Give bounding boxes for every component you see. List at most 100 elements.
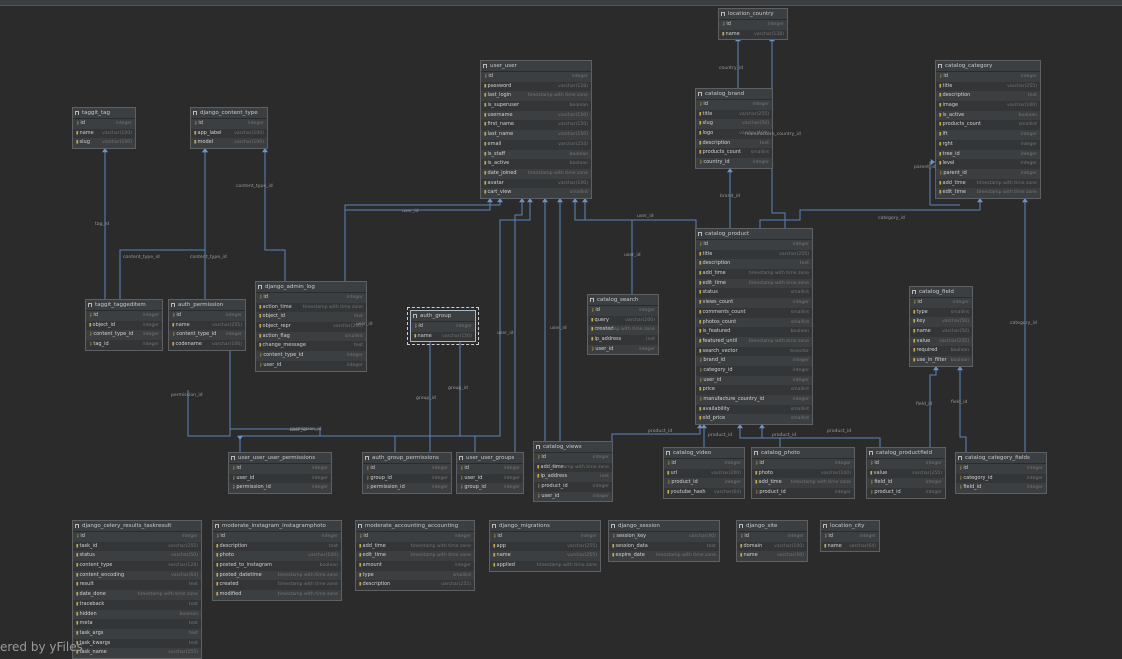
table-row[interactable]: ▮pricesmallint [696,385,812,395]
table-row[interactable]: ▮content_typevarchar(128) [73,561,201,571]
table-moderate-instagram-instagramphoto[interactable]: moderate_instagram_instagramphoto⚷idinte… [212,520,342,601]
table-row[interactable]: ▮descriptiontext [936,91,1040,101]
table-row[interactable]: ▮resulttext [73,580,201,591]
table-row[interactable]: ⚷idinteger [73,532,201,542]
table-row[interactable]: ▮change_messagetext [256,341,366,352]
table-row[interactable]: ▮use_in_filterboolean [910,356,972,366]
table-row[interactable]: ▮content_encodingvarchar(64) [73,571,201,581]
table-moderate-accounting-accounting[interactable]: moderate_accounting_accounting⚷idinteger… [355,520,475,592]
table-row[interactable]: ⚷idinteger [936,72,1040,82]
table-user-user-user-permissions[interactable]: user_user_user_permissions⚷idinteger⚷use… [228,452,332,495]
table-auth-group-permissions[interactable]: auth_group_permissions⚷idinteger⚷group_i… [362,452,452,495]
table-row[interactable]: ⚷product_idinteger [752,488,854,498]
table-row[interactable]: ▮products_countsmallint [936,120,1040,131]
table-row[interactable]: ⚷idinteger [696,240,812,250]
table-row[interactable]: ▮descriptiontext [213,541,341,552]
table-taggit-tag[interactable]: taggit_tag⚷idinteger▮namevarchar(100)▮sl… [72,107,136,150]
table-row[interactable]: ▮createdtimestamp with time zone [588,325,658,335]
table-row[interactable]: ▮namevarchar(100) [73,128,135,139]
table-user-user[interactable]: user_user⚷idinteger▮passwordvarchar(128)… [480,60,592,199]
table-row[interactable]: ▮slugvarchar(50) [696,119,772,129]
table-row[interactable]: ⚷category_idinteger [696,365,812,376]
table-row[interactable]: ▮task_kwargstext [73,638,201,649]
table-row[interactable]: ▮namevarchar(255) [490,551,600,561]
table-row[interactable]: ▮namevarchar(255) [169,320,245,331]
table-catalog-productfield[interactable]: catalog_productfield⚷idinteger▮valuevarc… [866,447,946,499]
table-row[interactable]: ▮task_argstext [73,629,201,639]
table-row[interactable]: ▮domainvarchar(100) [737,541,807,552]
table-user-user-groups[interactable]: user_user_groups⚷idinteger⚷user_idintege… [456,452,524,495]
table-row[interactable]: ▮usernamevarchar(150) [481,111,591,121]
table-row[interactable]: ▮createdtimestamp with time zone [213,580,341,591]
table-row[interactable]: ⚷idinteger [457,464,523,474]
table-row[interactable]: ▮is_featuredboolean [696,327,812,337]
table-row[interactable]: ⚷idinteger [534,453,612,463]
table-row[interactable]: ⚷idinteger [169,311,245,321]
table-row[interactable]: ▮descriptionvarchar(255) [356,580,474,591]
table-django-session[interactable]: django_session⚷session_keyvarchar(40)▮se… [608,520,720,563]
table-row[interactable]: ▮descriptiontext [696,259,812,269]
table-row[interactable]: ⚷idinteger [867,459,945,469]
table-row[interactable]: ⚷idinteger [696,100,772,110]
table-row[interactable]: ⚷idinteger [719,20,787,30]
table-row[interactable]: ▮edit_timetimestamp with time zone [356,551,474,561]
table-row[interactable]: ▮app_labelvarchar(100) [191,128,267,139]
table-row[interactable]: ⚷idinteger [73,119,135,129]
table-row[interactable]: ▮namevarchar(50) [737,551,807,561]
table-row[interactable]: ▮logovarchar(100) [696,129,772,139]
table-catalog-field[interactable]: catalog_field⚷idinteger▮typesmallint▮key… [909,286,973,367]
table-row[interactable]: ▮task_idvarchar(255) [73,541,201,552]
table-row[interactable]: ▮youtube_hashvarchar(64) [664,488,744,498]
table-row[interactable]: ⚷idinteger [956,464,1046,474]
table-catalog-views[interactable]: catalog_views⚷idinteger▮add_timetimestam… [533,441,613,503]
table-row[interactable]: ▮views_countinteger [696,298,812,308]
table-catalog-category[interactable]: catalog_category⚷idinteger▮titlevarchar(… [935,60,1041,199]
table-row[interactable]: ⚷group_idinteger [363,473,451,484]
table-row[interactable]: ▮metatext [73,619,201,629]
table-row[interactable]: ⚷idinteger [588,306,658,316]
table-row[interactable]: ⚷field_idinteger [956,483,1046,493]
table-row[interactable]: ▮is_superuserboolean [481,101,591,111]
table-row[interactable]: ⚷tag_idinteger [86,340,162,350]
table-row[interactable]: ⚷user_idinteger [696,376,812,386]
table-row[interactable]: ▮availabilitysmallint [696,404,812,415]
table-row[interactable]: ⚷idinteger [411,322,475,332]
table-row[interactable]: ▮appvarchar(255) [490,541,600,552]
table-row[interactable]: ⚷user_idinteger [256,360,366,371]
table-row[interactable]: ▮products_countsmallint [696,148,772,159]
table-row[interactable]: ⚷content_type_idinteger [169,330,245,340]
table-row[interactable]: ▮modelvarchar(100) [191,138,267,148]
table-row[interactable]: ⚷idinteger [752,459,854,469]
table-row[interactable]: ⚷idinteger [213,532,341,542]
table-row[interactable]: ▮slugvarchar(100) [73,138,135,148]
table-row[interactable]: ▮add_timetimestamp with time zone [936,178,1040,189]
table-location-country[interactable]: location_country⚷idinteger▮namevarchar(1… [718,8,788,41]
table-row[interactable]: ▮add_timetimestamp with time zone [752,478,854,488]
table-row[interactable]: ⚷idinteger [229,464,331,474]
table-row[interactable]: ⚷content_type_idinteger [86,330,162,340]
table-row[interactable]: ⚷product_idinteger [867,488,945,498]
table-row[interactable]: ▮posted_datetimetimestamp with time zone [213,571,341,581]
table-row[interactable]: ▮amountinteger [356,561,474,571]
table-row[interactable]: ▮typesmallint [356,571,474,581]
table-row[interactable]: ⚷permission_idinteger [363,483,451,493]
table-row[interactable]: ⚷manufacture_country_idinteger [696,395,812,405]
table-row[interactable]: ▮emailvarchar(254) [481,139,591,150]
table-row[interactable]: ▮valuevarchar(255) [867,468,945,479]
table-row[interactable]: ▮appliedtimestamp with time zone [490,561,600,571]
table-row[interactable]: ▮session_datatext [609,541,719,552]
table-row[interactable]: ▮passwordvarchar(128) [481,81,591,92]
table-row[interactable]: ▮photovarchar(100) [213,551,341,561]
table-row[interactable]: ▮is_staffboolean [481,150,591,160]
table-auth-group[interactable]: auth_group⚷idinteger▮namevarchar(150) [407,306,479,346]
table-row[interactable]: ▮add_timetimestamp with time zone [696,269,812,279]
table-catalog-photo[interactable]: catalog_photo⚷idinteger▮photovarchar(100… [751,447,855,499]
table-row[interactable]: ▮lftinteger [936,130,1040,140]
table-row[interactable]: ▮avatarvarchar(100) [481,178,591,189]
table-row[interactable]: ▮hiddenboolean [73,610,201,620]
table-row[interactable]: ⚷user_idinteger [588,345,658,355]
table-row[interactable]: ▮date_donetimestamp with time zone [73,590,201,600]
table-row[interactable]: ⚷idinteger [910,298,972,308]
table-row[interactable]: ▮statussmallint [696,288,812,299]
table-row[interactable]: ▮date_joinedtimestamp with time zone [481,169,591,179]
